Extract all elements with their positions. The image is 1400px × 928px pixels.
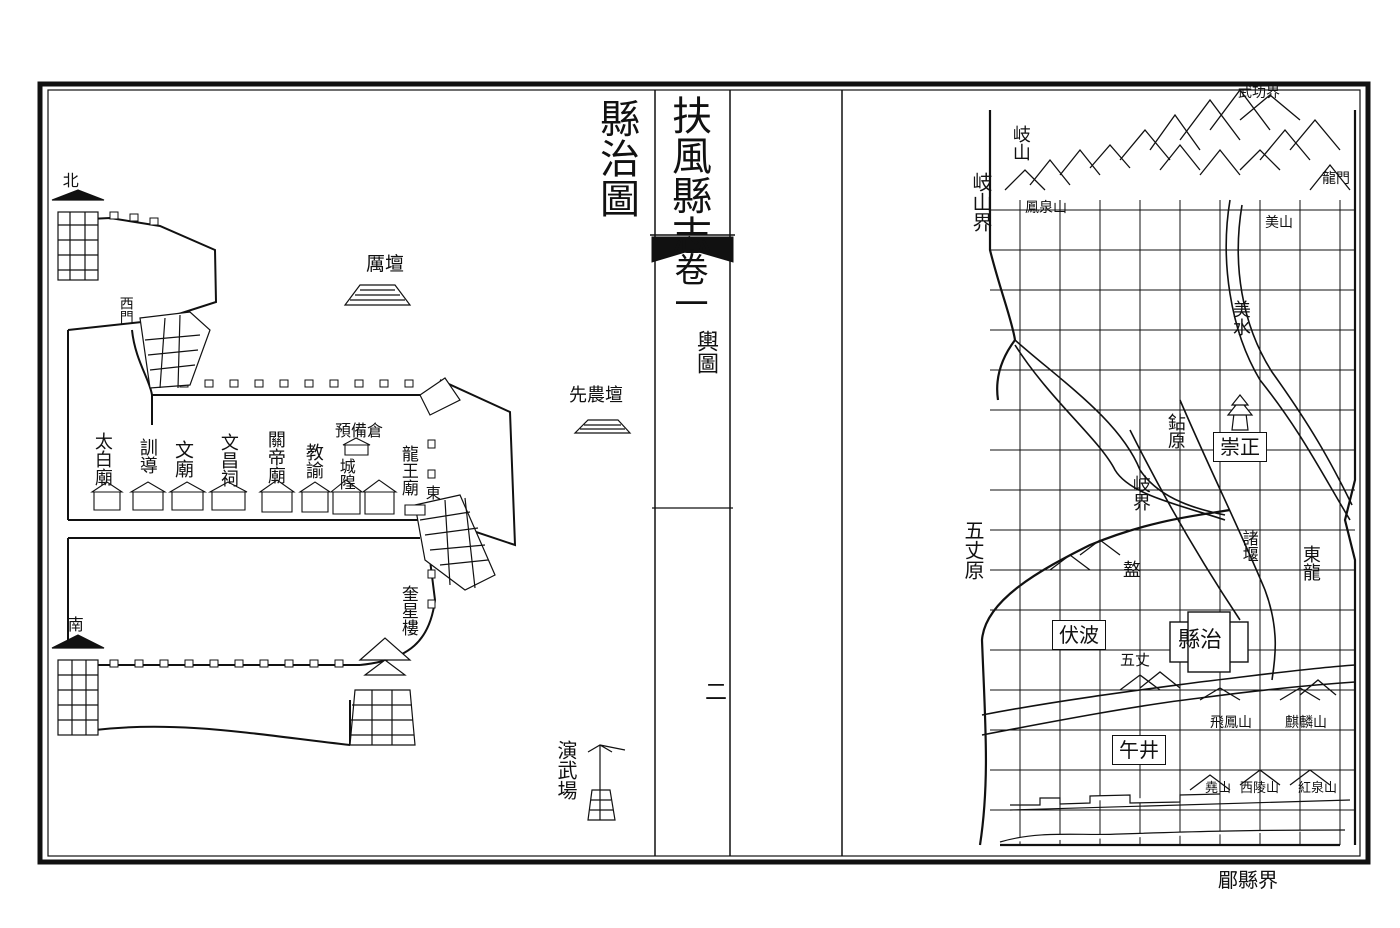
label-chenghuang: 城隍: [336, 458, 356, 490]
altar-drawings: [343, 284, 632, 821]
label-mei-border: 郿縣界: [1218, 868, 1278, 892]
section-label: 輿圖: [693, 330, 718, 374]
wall-crenellations: [109, 211, 436, 668]
label-jiaoyu: 教諭: [302, 443, 324, 479]
outer-border: [37, 81, 1371, 865]
county-boundary: [978, 110, 1357, 847]
label-longmen: 龍門: [1322, 171, 1350, 187]
mountains: [1004, 88, 1351, 791]
label-mei-mtn: 美山: [1265, 215, 1293, 231]
gate-towers: [51, 189, 496, 746]
building-row: [90, 437, 426, 516]
label-dongli: 東龍: [1299, 545, 1321, 581]
rivers: [981, 199, 1356, 736]
label-fu-bo: 伏波: [1052, 620, 1106, 650]
map-grid: [990, 200, 1355, 845]
page-number: 二: [701, 680, 726, 702]
label-fengquan-mtn: 鳳泉山: [1025, 200, 1067, 216]
left-map-title: 縣治圖: [593, 98, 639, 218]
east-gate-tower: [414, 494, 496, 591]
west-gate-tower: [139, 311, 211, 389]
label-hu: 盩: [1119, 560, 1141, 578]
pagoda: [1226, 394, 1254, 431]
kuixing-tower-base: [349, 689, 416, 746]
label-yubei-granary: 預備倉: [335, 421, 384, 440]
label-xundao: 訓導: [136, 438, 158, 474]
label-chong-zheng: 崇正: [1213, 432, 1267, 462]
book-title: 扶風縣志: [665, 95, 711, 255]
label-qijie: 岐界: [1129, 475, 1151, 511]
label-wenchang-temple: 文昌祠: [217, 433, 239, 487]
label-hongquan-mtn: 紅泉山: [1298, 781, 1338, 796]
label-wuzhang: 五丈: [1120, 651, 1151, 669]
label-parade-ground: 演武場: [554, 740, 578, 800]
label-yaoshan: 堯山: [1205, 781, 1232, 796]
center-gutter: [650, 90, 843, 856]
north-gate-tower: [57, 211, 99, 281]
parade-platform: [587, 789, 616, 821]
label-feifeng-mtn: 飛鳳山: [1210, 715, 1252, 731]
county-seat-compound: [1169, 611, 1249, 673]
label-meishui: 美水: [1229, 300, 1251, 336]
label-guandi-temple: 關帝廟: [264, 430, 286, 484]
label-xilin-mtn: 西陵山: [1240, 781, 1280, 796]
label-kuixing-tower: 奎星樓: [397, 585, 418, 636]
label-qishan-border: 岐山界: [969, 172, 993, 232]
label-wen-temple: 文廟: [171, 440, 194, 478]
label-west-gate: 西門: [117, 296, 134, 324]
label-wujing: 午井: [1112, 735, 1166, 765]
label-taibai-temple: 太白廟: [91, 432, 113, 486]
label-zhuyi: 諸堰: [1239, 530, 1259, 562]
label-south-gate: 南: [64, 616, 84, 632]
south-gate-tower: [57, 659, 99, 736]
bottom-wall: [999, 793, 1351, 843]
label-north-gate: 北: [59, 172, 79, 188]
label-qishan-mtn: 岐山: [1009, 125, 1031, 161]
label-county-seat: 縣治: [1178, 628, 1223, 653]
inner-border: [47, 89, 1361, 857]
label-xiannong-altar: 先農壇: [569, 385, 623, 406]
label-li-altar: 厲壇: [366, 253, 405, 275]
label-zhanyuan: 鉆原: [1164, 413, 1186, 449]
label-longwang-temple: 龍王廟: [397, 445, 418, 496]
label-east-gate: 東: [423, 485, 442, 500]
xiannong-altar-shape: [573, 419, 632, 434]
label-wugong-border: 武功界: [1238, 85, 1280, 101]
label-jifeng-mtn: 麒麟山: [1285, 715, 1327, 731]
label-wuzhangyuan: 五丈原: [961, 520, 985, 580]
volume-label: 卷一: [668, 252, 708, 320]
